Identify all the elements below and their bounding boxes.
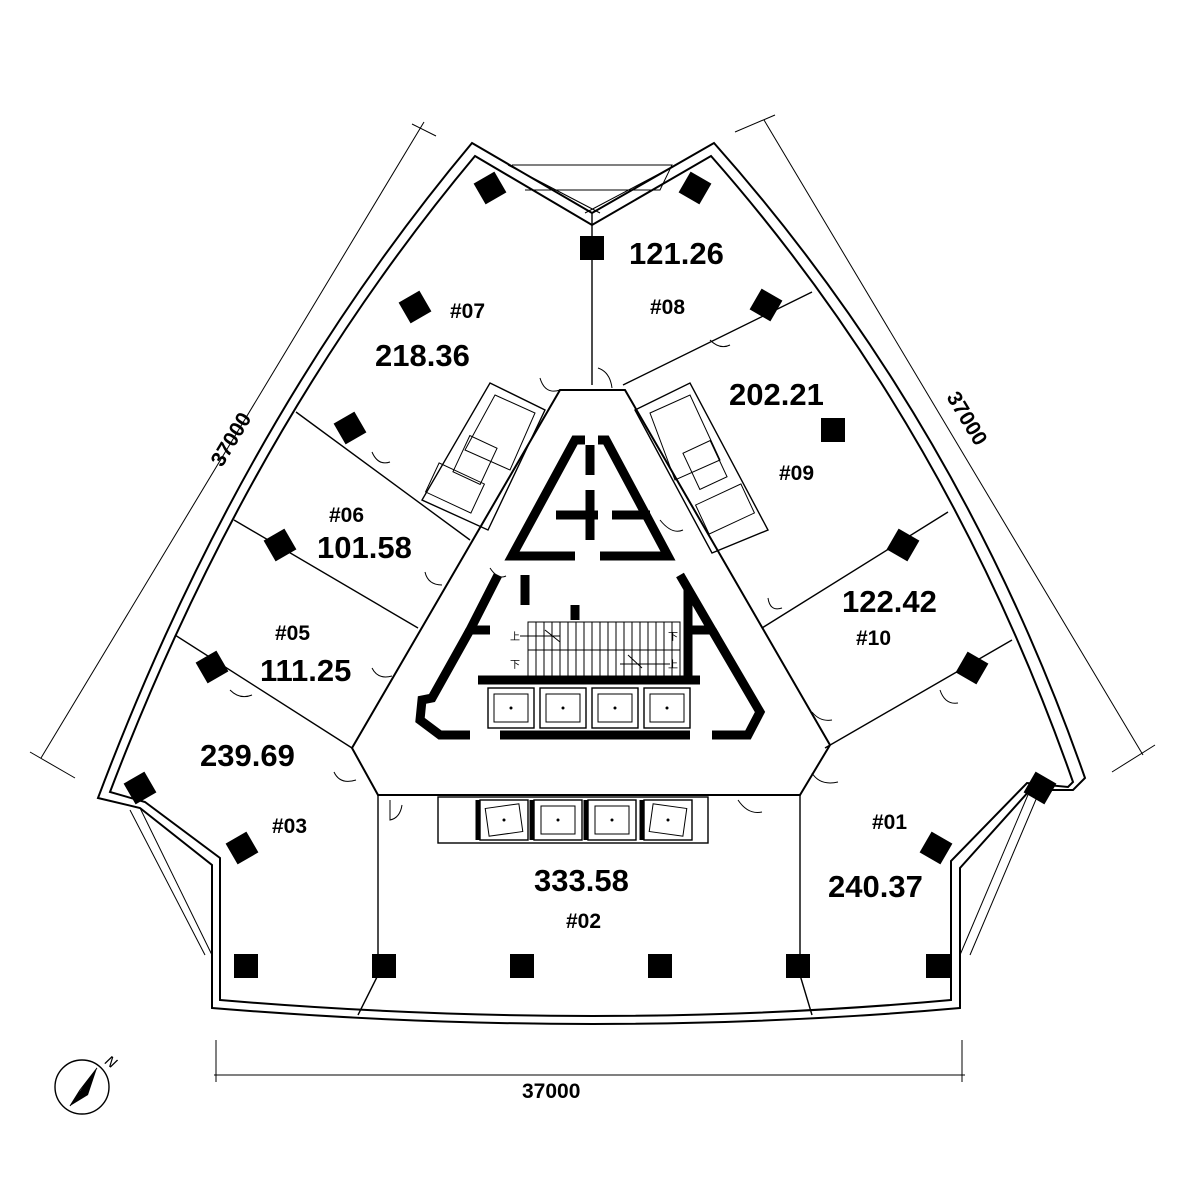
dimension-right: 37000 [734,114,1156,773]
unit-06-area: 101.58 [317,530,412,565]
stair-annotations: 上 下 下 上 [510,631,678,671]
stair-treads [520,621,681,679]
column [749,288,783,322]
unit-10-area: 122.42 [842,584,937,619]
toilets-right [634,382,769,554]
core-inner-walls [415,435,766,740]
lift-car [591,687,639,729]
column [919,831,953,865]
lift-car [529,799,583,841]
toilets-left [421,382,546,531]
unit-05-area: 111.25 [260,653,351,688]
column [372,954,396,978]
column [398,290,432,324]
column [473,171,507,205]
lift-car [539,687,587,729]
column [234,954,258,978]
outer-lifts [437,796,709,844]
unit-10-id: #10 [856,627,891,650]
column [955,651,989,685]
lift-car [487,687,535,729]
unit-05-id: #05 [275,622,310,645]
column [821,418,845,442]
stair-down-label-1: 下 [668,632,678,643]
column [678,171,712,205]
dimension-left: 37000 [29,121,437,779]
unit-07-area: 218.36 [375,338,470,373]
column [580,236,604,260]
lift-car [643,687,691,729]
column [1023,771,1057,805]
door-swings [229,339,959,821]
lift-car [583,799,637,841]
unit-07-id: #07 [450,300,485,323]
column [926,954,950,978]
dimension-bottom-label: 37000 [522,1080,580,1103]
unit-01-id: #01 [872,811,907,834]
unit-01-area: 240.37 [828,869,923,904]
stair-up-label-1: 上 [510,631,520,643]
column [123,771,157,805]
columns [123,171,1057,978]
outer-wall [96,141,1087,1025]
column [263,528,297,562]
stair-up-label-2: 上 [668,659,678,671]
north-label: N [102,1053,120,1072]
unit-03-id: #03 [272,815,307,838]
column [333,411,367,445]
unit-09-area: 202.21 [729,377,824,412]
terraces [129,164,1041,956]
unit-labels: #01 240.37 333.58 #02 239.69 #03 #05 111… [200,236,937,933]
north-arrow: N [54,1053,120,1115]
unit-02-area: 333.58 [534,863,629,898]
column [225,831,259,865]
stair-down-label-2: 下 [510,660,520,671]
unit-02-id: #02 [566,910,601,933]
lift-car [475,799,529,841]
column [886,528,920,562]
unit-08-area: 121.26 [629,236,724,271]
dimension-bottom: 37000 [214,1040,965,1103]
lift-car [639,799,693,841]
unit-06-id: #06 [329,504,364,527]
inner-lifts [487,687,691,729]
column [786,954,810,978]
dimension-left-label: 37000 [207,409,257,471]
unit-03-area: 239.69 [200,738,295,773]
column [510,954,534,978]
unit-08-id: #08 [650,296,685,319]
column [195,650,229,684]
column [648,954,672,978]
unit-09-id: #09 [779,462,814,485]
dimension-right-label: 37000 [942,388,992,450]
